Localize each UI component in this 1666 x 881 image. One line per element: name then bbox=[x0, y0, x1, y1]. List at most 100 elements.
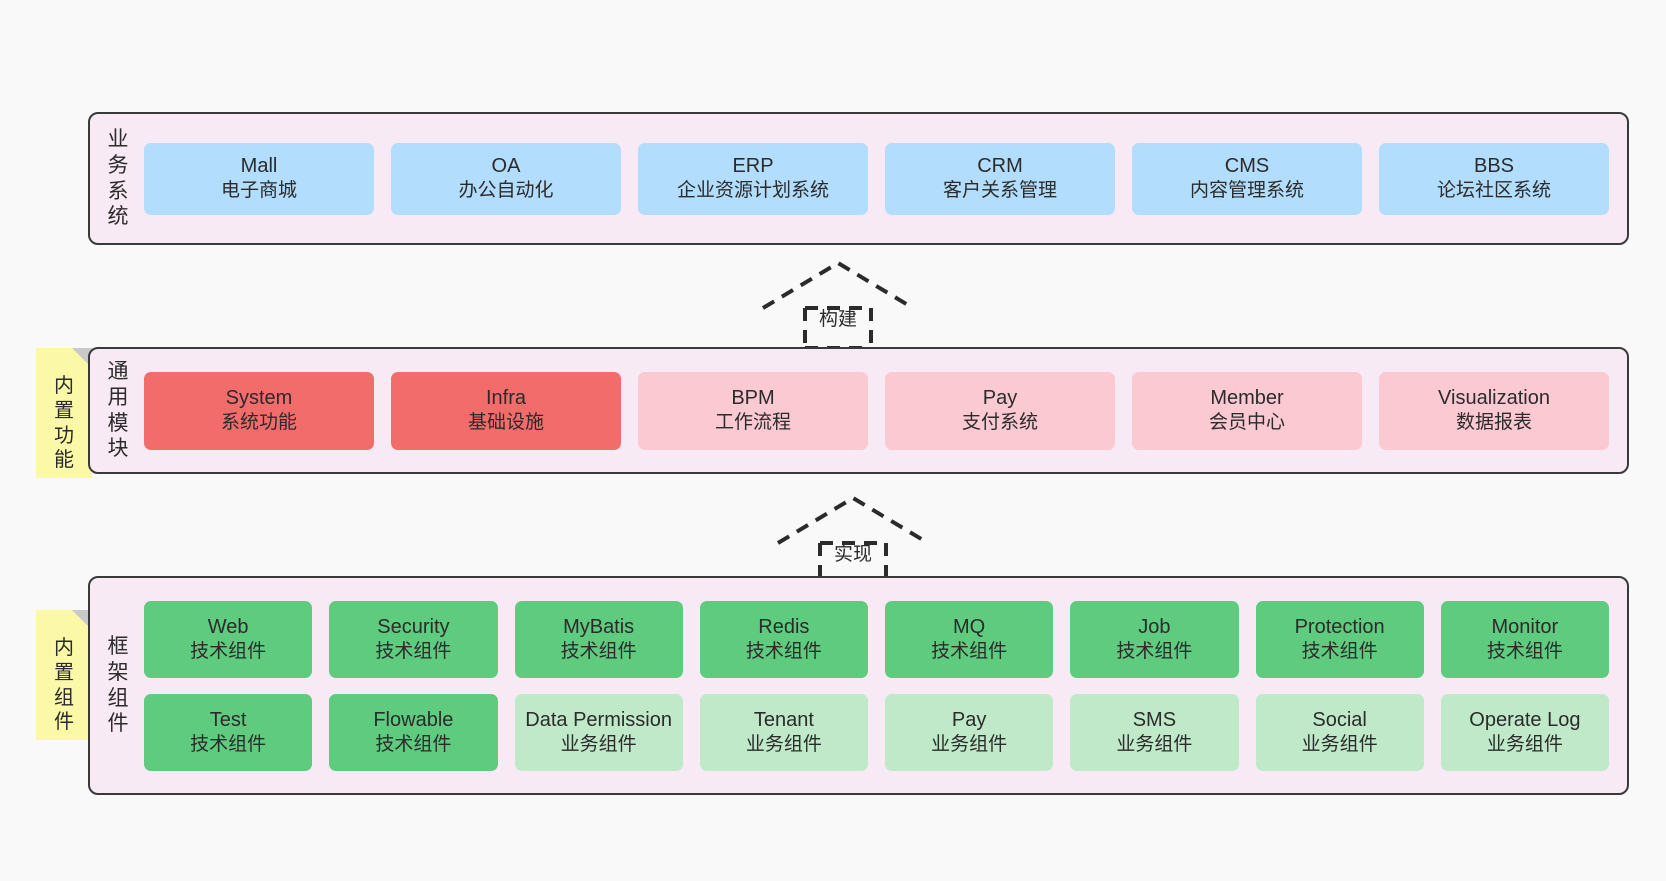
card-mybatis[interactable]: MyBatis 技术组件 bbox=[514, 600, 683, 678]
card-social[interactable]: Social 业务组件 bbox=[1255, 693, 1424, 771]
card-row: Web 技术组件 Security 技术组件 MyBatis 技术组件 Redi… bbox=[144, 600, 1609, 678]
card-title: MQ bbox=[953, 615, 986, 638]
card-visualization[interactable]: Visualization 数据报表 bbox=[1379, 371, 1609, 450]
note-fold-icon bbox=[72, 348, 92, 368]
card-subtitle: 技术组件 bbox=[1486, 640, 1563, 662]
card-subtitle: 电子商城 bbox=[220, 180, 297, 202]
card-title: SMS bbox=[1132, 708, 1177, 731]
card-member[interactable]: Member 会员中心 bbox=[1132, 371, 1362, 450]
card-title: Member bbox=[1210, 387, 1284, 410]
card-subtitle: 技术组件 bbox=[560, 640, 637, 662]
note-builtin-component: 内置组件 bbox=[36, 610, 92, 740]
card-bbs[interactable]: BBS 论坛社区系统 bbox=[1379, 142, 1609, 215]
card-title: Redis bbox=[758, 615, 810, 638]
card-title: Protection bbox=[1294, 615, 1385, 638]
card-data-permission[interactable]: Data Permission 业务组件 bbox=[514, 693, 683, 771]
note-label: 内置功能 bbox=[54, 375, 74, 472]
card-subtitle: 技术组件 bbox=[190, 733, 267, 755]
card-mall[interactable]: Mall 电子商城 bbox=[144, 142, 374, 215]
card-test[interactable]: Test 技术组件 bbox=[144, 693, 313, 771]
card-subtitle: 技术组件 bbox=[1116, 640, 1193, 662]
layer-business-systems: 业务系统 Mall 电子商城 OA 办公自动化 ERP 企业资源计划系统 CRM… bbox=[88, 112, 1629, 245]
card-title: CRM bbox=[977, 155, 1023, 178]
card-security[interactable]: Security 技术组件 bbox=[329, 600, 498, 678]
layer-title-framework: 框架组件 bbox=[107, 635, 129, 736]
layer-framework-components: 框架组件 Web 技术组件 Security 技术组件 MyBatis 技术组件… bbox=[88, 576, 1629, 795]
card-subtitle: 技术组件 bbox=[375, 640, 452, 662]
card-title: Security bbox=[377, 615, 450, 638]
card-erp[interactable]: ERP 企业资源计划系统 bbox=[638, 142, 868, 215]
card-sms[interactable]: SMS 业务组件 bbox=[1070, 693, 1239, 771]
card-redis[interactable]: Redis 技术组件 bbox=[699, 600, 868, 678]
card-row: Mall 电子商城 OA 办公自动化 ERP 企业资源计划系统 CRM 客户关系… bbox=[144, 142, 1609, 215]
note-label: 内置组件 bbox=[54, 637, 74, 734]
card-subtitle: 基础设施 bbox=[467, 412, 544, 434]
card-title: Pay bbox=[951, 708, 987, 731]
card-title: Visualization bbox=[1438, 387, 1550, 410]
card-oa[interactable]: OA 办公自动化 bbox=[391, 142, 621, 215]
card-title: MyBatis bbox=[563, 615, 635, 638]
card-protection[interactable]: Protection 技术组件 bbox=[1255, 600, 1424, 678]
card-subtitle: 业务组件 bbox=[560, 733, 637, 755]
card-web[interactable]: Web 技术组件 bbox=[144, 600, 313, 678]
card-bpm[interactable]: BPM 工作流程 bbox=[638, 371, 868, 450]
card-subtitle: 技术组件 bbox=[375, 733, 452, 755]
connector-implement: 实现 bbox=[773, 493, 933, 585]
card-title: CMS bbox=[1224, 155, 1270, 178]
connector-build: 构建 bbox=[758, 258, 918, 350]
card-title: Tenant bbox=[753, 708, 814, 731]
card-system[interactable]: System 系统功能 bbox=[144, 371, 374, 450]
card-job[interactable]: Job 技术组件 bbox=[1070, 600, 1239, 678]
card-title: Flowable bbox=[373, 708, 454, 731]
card-pay[interactable]: Pay 支付系统 bbox=[885, 371, 1115, 450]
card-row: Test 技术组件 Flowable 技术组件 Data Permission … bbox=[144, 693, 1609, 771]
card-operate-log[interactable]: Operate Log 业务组件 bbox=[1440, 693, 1609, 771]
card-title: ERP bbox=[732, 155, 774, 178]
card-subtitle: 支付系统 bbox=[961, 412, 1038, 434]
card-subtitle: 内容管理系统 bbox=[1189, 180, 1304, 202]
card-subtitle: 工作流程 bbox=[714, 412, 791, 434]
card-title: Web bbox=[207, 615, 249, 638]
layer-title-modules: 通用模块 bbox=[107, 360, 129, 461]
card-subtitle: 会员中心 bbox=[1208, 412, 1285, 434]
card-monitor[interactable]: Monitor 技术组件 bbox=[1440, 600, 1609, 678]
card-row: System 系统功能 Infra 基础设施 BPM 工作流程 Pay 支付系统… bbox=[144, 371, 1609, 450]
card-infra[interactable]: Infra 基础设施 bbox=[391, 371, 621, 450]
connector-label-implement: 实现 bbox=[833, 544, 872, 565]
layer-body-framework: Web 技术组件 Security 技术组件 MyBatis 技术组件 Redi… bbox=[138, 600, 1627, 771]
card-subtitle: 技术组件 bbox=[745, 640, 822, 662]
card-title: Social bbox=[1312, 708, 1367, 731]
card-crm[interactable]: CRM 客户关系管理 bbox=[885, 142, 1115, 215]
card-subtitle: 业务组件 bbox=[1301, 733, 1378, 755]
card-title: Mall bbox=[240, 155, 278, 178]
connector-label-build: 构建 bbox=[818, 309, 857, 330]
layer-body-modules: System 系统功能 Infra 基础设施 BPM 工作流程 Pay 支付系统… bbox=[138, 371, 1627, 450]
card-subtitle: 技术组件 bbox=[931, 640, 1008, 662]
card-pay-biz[interactable]: Pay 业务组件 bbox=[885, 693, 1054, 771]
card-subtitle: 业务组件 bbox=[745, 733, 822, 755]
layer-body-business: Mall 电子商城 OA 办公自动化 ERP 企业资源计划系统 CRM 客户关系… bbox=[138, 142, 1627, 215]
card-title: Infra bbox=[485, 387, 527, 410]
card-title: Monitor bbox=[1491, 615, 1559, 638]
layer-title-business: 业务系统 bbox=[107, 128, 129, 229]
card-subtitle: 企业资源计划系统 bbox=[676, 180, 829, 202]
card-title: BBS bbox=[1473, 155, 1515, 178]
card-title: System bbox=[225, 387, 293, 410]
card-subtitle: 业务组件 bbox=[1116, 733, 1193, 755]
card-tenant[interactable]: Tenant 业务组件 bbox=[699, 693, 868, 771]
card-flowable[interactable]: Flowable 技术组件 bbox=[329, 693, 498, 771]
card-mq[interactable]: MQ 技术组件 bbox=[885, 600, 1054, 678]
card-subtitle: 技术组件 bbox=[190, 640, 267, 662]
note-builtin-function: 内置功能 bbox=[36, 348, 92, 478]
card-title: Test bbox=[209, 708, 247, 731]
card-title: BPM bbox=[731, 387, 775, 410]
card-subtitle: 技术组件 bbox=[1301, 640, 1378, 662]
card-title: Pay bbox=[982, 387, 1018, 410]
card-cms[interactable]: CMS 内容管理系统 bbox=[1132, 142, 1362, 215]
card-subtitle: 业务组件 bbox=[1486, 733, 1563, 755]
card-subtitle: 系统功能 bbox=[220, 412, 297, 434]
card-title: Job bbox=[1138, 615, 1171, 638]
card-title: OA bbox=[491, 155, 521, 178]
card-title: Data Permission bbox=[525, 708, 672, 731]
